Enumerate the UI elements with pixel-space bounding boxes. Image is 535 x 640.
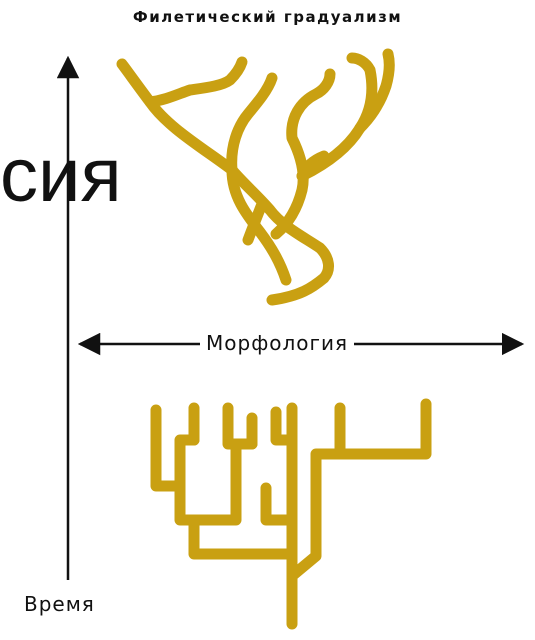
gradualism-tree — [122, 54, 389, 300]
punctuated-center-upper — [276, 408, 292, 520]
diagram-title: Филетический градуализм — [0, 8, 535, 26]
punctuated-tree — [156, 404, 426, 624]
gradualism-branch-center-upper — [232, 78, 272, 170]
morphology-axis-label: Морфология — [200, 331, 354, 355]
punctuated-center-left — [228, 408, 236, 444]
gradualism-branch-left-top — [150, 62, 242, 102]
time-axis-label: Время — [22, 592, 97, 616]
punctuated-left-mid — [194, 444, 252, 520]
punctuated-far-right — [340, 404, 426, 454]
punctuated-left-branch — [180, 440, 194, 486]
